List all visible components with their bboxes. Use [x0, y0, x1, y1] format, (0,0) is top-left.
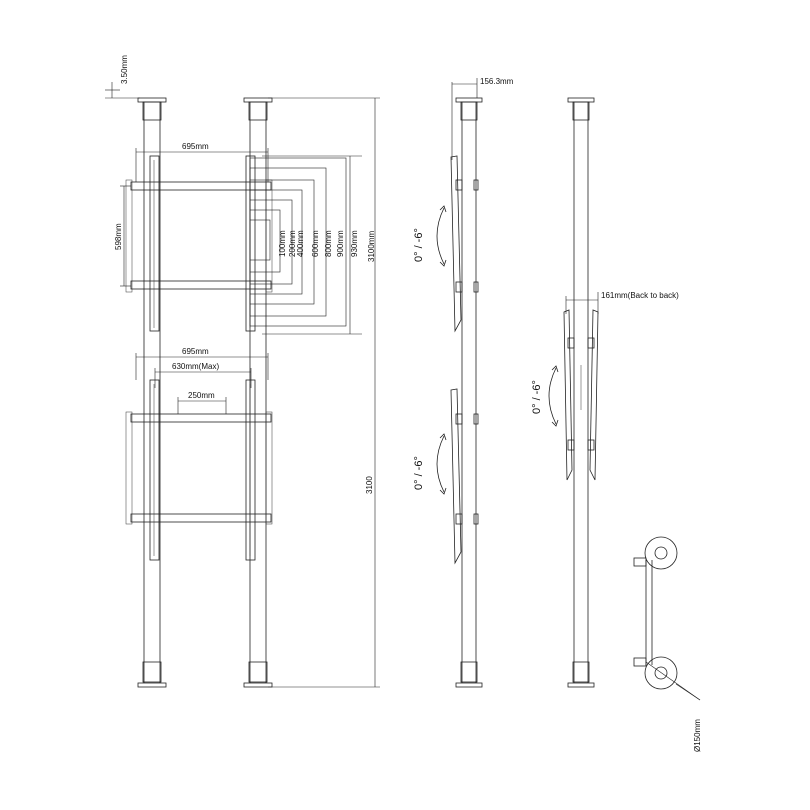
- side-depth-label: 156.3mm: [480, 77, 514, 86]
- side-upper-bracket: [450, 155, 479, 333]
- right-floor-plate: [243, 682, 273, 688]
- b2b-depth-dimension: 161mm(Back to back): [565, 291, 679, 314]
- side-depth-dimension: 156.3mm: [451, 77, 514, 160]
- top-width-label: 695mm: [182, 142, 209, 151]
- side-ceiling-plate: [455, 97, 483, 103]
- vesa-dimension-boxes: [249, 157, 347, 327]
- vesa-label-600: 600mm: [311, 230, 320, 257]
- vesa-label-800: 800mm: [324, 230, 333, 257]
- vesa-labels: 100mm 200mm 400mm 600mm 800mm 900mm 930m…: [278, 230, 359, 257]
- spacing-label: 250mm: [188, 391, 215, 400]
- gap-label: 3.50mm: [120, 55, 129, 84]
- vesa-label-930: 930mm: [350, 230, 359, 257]
- lower-mount-frame: [125, 379, 273, 561]
- gap-dimension: 3.50mm: [105, 55, 140, 99]
- back-to-back-view: 161mm(Back to back) 0° / -6°: [531, 97, 679, 688]
- vesa-label-200: 200mm: [288, 230, 297, 257]
- diameter-dimension: Ø150mm: [645, 661, 702, 752]
- left-pole: [142, 101, 162, 683]
- side-lower-bracket: [450, 388, 479, 565]
- b2b-ceiling-plate: [567, 97, 595, 103]
- bottom-width-dimension: 695mm: [135, 347, 269, 380]
- front-view: 3.50mm 695mm 598mm 100mm 20: [105, 55, 380, 688]
- top-width-dimension: 695mm: [135, 142, 269, 182]
- bottom-width-label: 695mm: [182, 347, 209, 356]
- max-width-dimension: 630mm(Max): [154, 362, 252, 388]
- tilt-lower-label: 0° / -6°: [413, 456, 425, 490]
- vesa-label-100: 100mm: [278, 230, 287, 257]
- b2b-floor-plate: [567, 682, 595, 688]
- total-height-dimension: 3100mm: [262, 155, 376, 335]
- base-plate-detail: Ø150mm: [633, 536, 702, 752]
- vesa-label-400: 400mm: [296, 230, 305, 257]
- bottom-base-plate: [644, 656, 678, 690]
- diameter-label: Ø150mm: [693, 719, 702, 752]
- side-floor-plate: [455, 682, 483, 688]
- tilt-upper-label: 0° / -6°: [413, 228, 425, 262]
- vesa-label-900: 900mm: [336, 230, 345, 257]
- spacing-dimension: 250mm: [177, 391, 227, 414]
- overall-height-dimension: 3100: [268, 97, 380, 688]
- height-598-label: 598mm: [114, 223, 123, 250]
- right-ceiling-plate: [243, 97, 273, 103]
- left-floor-plate: [137, 682, 167, 688]
- total-height-label: 3100mm: [367, 231, 376, 262]
- tilt-b2b-label: 0° / -6°: [531, 380, 543, 414]
- tilt-arrow-upper: 0° / -6°: [413, 205, 447, 267]
- top-base-plate: [644, 536, 678, 570]
- right-pole: [248, 101, 268, 683]
- height-598-dimension: 598mm: [114, 185, 131, 287]
- left-ceiling-plate: [137, 97, 167, 103]
- side-view: 156.3mm 0° / -6° 0° / -6°: [413, 77, 514, 688]
- b2b-depth-label: 161mm(Back to back): [601, 291, 679, 300]
- tilt-arrow-lower: 0° / -6°: [413, 433, 447, 495]
- max-width-label: 630mm(Max): [172, 362, 219, 371]
- overall-height-label: 3100: [365, 476, 374, 494]
- b2b-brackets: [563, 309, 599, 481]
- tilt-arrow-b2b: 0° / -6°: [531, 365, 559, 427]
